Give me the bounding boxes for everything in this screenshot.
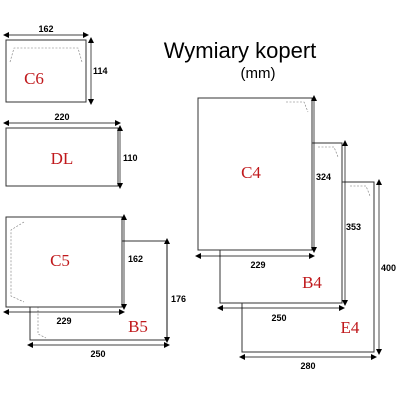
envelope-dl: 220 110 DL [3, 112, 138, 189]
envelope-b4-label: B4 [302, 273, 322, 292]
envelope-e4-height: 400 [381, 263, 396, 273]
envelope-c6-flap [9, 47, 83, 63]
envelope-dl-height: 110 [123, 153, 138, 163]
envelope-b5-height: 176 [171, 294, 186, 304]
envelope-dl-outline [5, 127, 119, 187]
envelope-c4-width: 229 [250, 260, 265, 270]
envelope-b4-width: 250 [271, 313, 286, 323]
envelope-c4-flap [286, 101, 309, 113]
envelope-c4: 229 324 C4 [195, 95, 331, 270]
envelope-c5-height: 162 [128, 254, 143, 264]
envelope-c4-label: C4 [241, 163, 261, 182]
envelope-c5-flap [10, 221, 25, 303]
envelope-c5-outline [5, 216, 123, 308]
envelope-b5-label: B5 [128, 317, 148, 336]
envelope-b4-flap [318, 146, 339, 158]
envelope-b4-height: 353 [346, 222, 361, 232]
envelope-e4-width: 280 [300, 361, 315, 371]
envelope-e4-label: E4 [341, 318, 360, 337]
envelope-e4-flap [350, 185, 371, 197]
page-subtitle: (mm) [241, 65, 276, 82]
envelope-c4-height: 324 [316, 172, 331, 182]
envelope-c5-width: 229 [56, 316, 71, 326]
envelope-c6: 162 114 C6 [3, 24, 108, 105]
envelope-c5-label: C5 [50, 251, 70, 270]
envelope-c5: 229 162 C5 [3, 214, 143, 326]
envelope-b5-width: 250 [90, 349, 105, 359]
envelope-c6-outline [5, 39, 87, 103]
envelope-dl-width: 220 [54, 112, 69, 122]
envelope-c6-width: 162 [38, 24, 53, 34]
envelope-c6-height: 114 [93, 66, 108, 76]
envelope-dl-label: DL [51, 149, 74, 168]
envelope-c4-outline [197, 97, 313, 251]
page-title: Wymiary kopert [164, 38, 317, 63]
envelope-c6-label: C6 [24, 69, 44, 88]
